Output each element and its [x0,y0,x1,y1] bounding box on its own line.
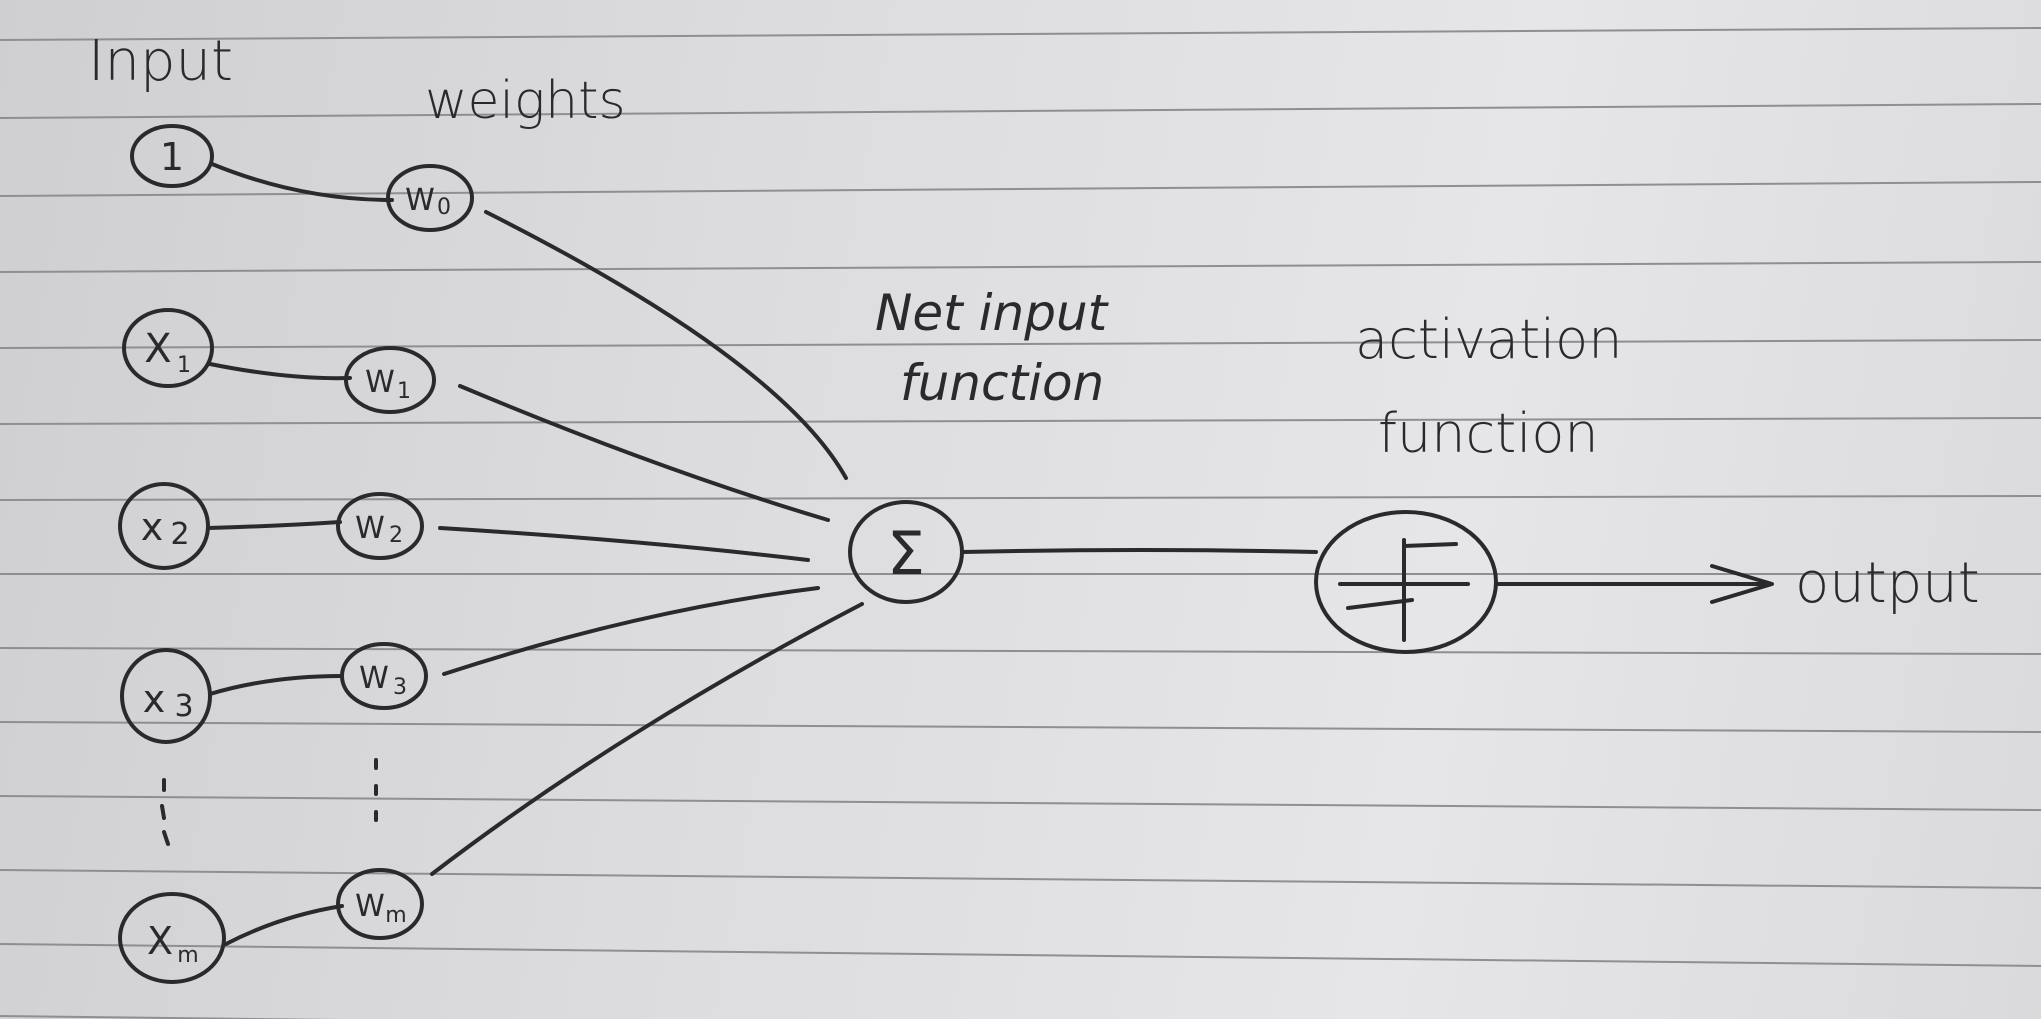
edge-w0-sum [484,210,848,480]
ellipsis-inputs [160,778,170,846]
sum-symbol: Σ [887,519,925,589]
edge-sum-activation [960,548,1318,554]
weight-sum-edges [430,210,864,876]
weight-node-w2: W 2 [336,492,424,560]
weight-node-w1: W 1 [344,346,436,414]
edge-x1-w1 [208,362,352,381]
input-node-x2-sub: 2 [170,517,189,552]
net-input-heading-line2: function [900,354,1104,412]
input-node-x1-sub: 1 [177,353,191,378]
weight-node-w0-sub: 0 [437,195,451,220]
weight-node-w1-sub: 1 [397,379,411,404]
weight-node-w3-sub: 3 [393,675,407,700]
weight-node-w3-label: W [359,661,389,696]
edge-w3-sum [442,586,820,676]
net-input-heading-line1: Net input [875,284,1110,342]
edge-x3-w3 [208,674,344,696]
input-node-x3-sub: 3 [174,689,193,724]
input-node-x2-label: x [141,505,164,549]
activation-symbol: f [1430,575,1431,577]
edge-xm-wm [224,904,344,946]
input-node-xm: X m [118,892,226,984]
activation-heading-line1: activation [1355,308,1622,371]
edge-x0-w0 [210,162,394,202]
activation-heading-line2: function [1378,402,1599,465]
weight-node-wm-sub: m [385,903,406,928]
weight-node-w1-label: W [365,365,395,400]
weight-node-w2-sub: 2 [389,523,403,548]
weight-node-w0: W 0 [386,164,474,232]
edge-w1-sum [458,384,830,522]
weights-heading: weights [425,71,626,131]
weight-node-wm-label: W [355,889,385,924]
edge-x2-w2 [206,520,342,530]
activation-step-glyph [1338,538,1470,642]
input-node-x1-label: X [144,326,171,372]
input-weight-edges [206,162,394,946]
input-node-x3: x 3 [120,648,212,744]
input-heading: Input [88,29,233,94]
activation-function-node: f [1314,510,1498,654]
input-node-x1: X 1 [122,308,214,388]
input-node-xm-label: X [147,919,173,963]
input-node-x2: x 2 [118,482,210,570]
ruled-lines [0,27,2041,1019]
input-node-xm-sub: m [177,943,198,968]
edge-w2-sum [438,526,810,562]
weight-node-w2-label: W [355,511,385,546]
weight-node-wm: W m [336,868,424,940]
input-node-x0-label: 1 [160,135,184,179]
output-arrowhead [1710,564,1774,604]
weight-node-w3: W 3 [340,642,428,710]
output-label: output [1795,551,1980,616]
edge-wm-sum [430,602,864,876]
net-input-sum-node: Σ [848,500,964,604]
weight-node-w0-label: W [405,183,435,218]
input-node-x0: 1 [130,124,214,188]
input-node-x3-label: x [143,677,166,721]
